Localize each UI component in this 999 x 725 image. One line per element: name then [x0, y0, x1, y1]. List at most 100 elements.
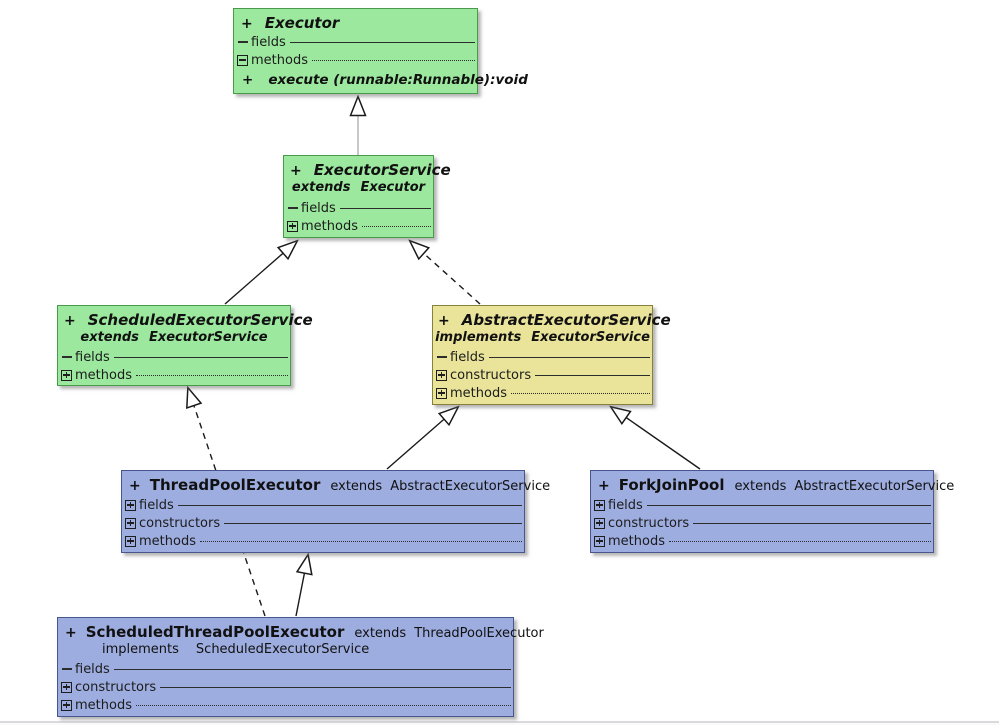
expand-icon[interactable]	[125, 535, 136, 547]
methods-label: methods	[139, 533, 196, 549]
fields-section-row: fields	[234, 33, 477, 51]
expand-icon[interactable]	[125, 499, 136, 511]
methods-label: methods	[608, 533, 665, 549]
fields-label: fields	[251, 34, 286, 50]
edge-scheduledexecutorservice-extends-executorservice	[224, 241, 297, 305]
expand-icon[interactable]	[287, 220, 298, 232]
constructors-section-row: constructors	[591, 514, 933, 532]
constructors-label: constructors	[608, 515, 690, 531]
expand-icon[interactable]	[436, 369, 447, 381]
visibility-symbol: +	[129, 478, 141, 494]
dash-icon	[437, 356, 447, 358]
separator-line	[160, 686, 511, 688]
implements-clause: implements ExecutorService	[433, 330, 652, 348]
extends-keyword: extends	[330, 479, 383, 494]
fields-section-row: fields	[591, 496, 933, 514]
expand-icon[interactable]	[594, 535, 605, 547]
fields-label: fields	[75, 661, 110, 677]
method-visibility-symbol: +	[242, 72, 254, 88]
fields-label: fields	[608, 497, 643, 513]
extends-clause: extends ExecutorService	[58, 330, 290, 348]
method-signature: execute (runnable:Runnable):void	[268, 72, 528, 88]
separator-line	[224, 522, 522, 524]
collapse-icon[interactable]	[237, 54, 248, 66]
fields-label: fields	[450, 349, 485, 365]
implements-keyword: implements	[435, 330, 522, 345]
constructors-section-row: constructors	[433, 366, 652, 384]
separator-line	[113, 668, 511, 670]
expand-icon[interactable]	[61, 369, 72, 381]
dotted-separator-line	[135, 374, 288, 376]
extends-keyword: extends	[291, 180, 351, 195]
class-title-row: + AbstractExecutorService	[433, 307, 671, 330]
dash-icon	[238, 41, 248, 43]
methods-section-row: methods	[58, 696, 513, 714]
expand-icon[interactable]	[61, 681, 72, 693]
fields-section-row: fields	[284, 199, 433, 217]
fields-section-row: fields	[433, 348, 652, 366]
visibility-symbol: +	[241, 16, 253, 32]
supertype-name: ExecutorService	[531, 330, 650, 345]
expand-icon[interactable]	[125, 517, 136, 529]
fields-section-row: fields	[58, 348, 290, 366]
constructors-label: constructors	[139, 515, 221, 531]
visibility-symbol: +	[290, 163, 302, 179]
visibility-symbol: +	[65, 625, 77, 641]
class-name: ThreadPoolExecutor	[149, 476, 321, 494]
edge-threadpoolexecutor-extends-abstractexecutorservice	[386, 407, 458, 470]
supertype-name: Executor	[360, 180, 426, 195]
methods-label: methods	[75, 697, 132, 713]
fields-label: fields	[301, 200, 336, 216]
extends-keyword: extends	[354, 626, 407, 641]
expand-icon[interactable]	[61, 699, 72, 711]
class-box-executor[interactable]: + Executor fields methods + execute (run…	[233, 8, 528, 94]
fields-label: fields	[75, 349, 110, 365]
class-box-abstractexecutorservice[interactable]: + AbstractExecutorService implements Exe…	[432, 305, 671, 405]
separator-line	[646, 504, 931, 506]
methods-label: methods	[301, 218, 358, 234]
expand-icon[interactable]	[594, 499, 605, 511]
dotted-separator-line	[199, 540, 522, 542]
class-box-executorservice[interactable]: + ExecutorService extends Executor field…	[283, 155, 451, 238]
class-title-row: + ForkJoinPool extends AbstractExecutorS…	[591, 472, 954, 496]
expand-icon[interactable]	[436, 387, 447, 399]
dash-icon	[62, 668, 72, 670]
dotted-separator-line	[135, 704, 511, 706]
edge-abstractexecutorservice-implements-executorservice	[410, 241, 481, 305]
class-title-row: + Executor	[234, 10, 477, 33]
constructors-section-row: constructors	[58, 678, 513, 696]
extends-keyword: extends	[80, 330, 139, 345]
separator-line	[339, 207, 431, 209]
constructors-section-row: constructors	[122, 514, 524, 532]
class-title-row: + ThreadPoolExecutor extends AbstractExe…	[122, 472, 550, 496]
class-name: AbstractExecutorService	[461, 311, 671, 329]
edge-scheduledthreadpoolexecutor-implements-scheduledexecutorservice	[188, 388, 266, 617]
methods-label: methods	[450, 385, 507, 401]
fields-label: fields	[139, 497, 174, 513]
separator-line	[177, 504, 522, 506]
class-box-scheduledexecutorservice[interactable]: + ScheduledExecutorService extends Execu…	[57, 305, 313, 386]
implements-keyword: implements	[102, 642, 179, 657]
methods-section-row: methods	[58, 366, 290, 384]
separator-line	[113, 356, 288, 358]
supertype-name: ExecutorService	[148, 330, 268, 345]
edge-scheduledthreadpoolexecutor-extends-threadpoolexecutor	[295, 555, 308, 617]
supertype-name: ThreadPoolExecutor	[414, 626, 544, 641]
class-box-scheduledthreadpoolexecutor[interactable]: + ScheduledThreadPoolExecutor extends Th…	[57, 617, 544, 717]
class-box-threadpoolexecutor[interactable]: + ThreadPoolExecutor extends AbstractExe…	[121, 470, 550, 553]
separator-line	[693, 522, 931, 524]
separator-line	[289, 41, 475, 43]
visibility-symbol: +	[438, 313, 450, 329]
expand-icon[interactable]	[594, 517, 605, 529]
class-title-row: + ScheduledThreadPoolExecutor extends Th…	[58, 619, 544, 642]
methods-section-row: methods	[591, 532, 933, 550]
methods-label: methods	[75, 367, 132, 383]
dash-icon	[62, 356, 72, 358]
supertype-name: ScheduledExecutorService	[195, 642, 370, 657]
methods-section-row: methods	[284, 217, 433, 235]
class-box-forkjoinpool[interactable]: + ForkJoinPool extends AbstractExecutorS…	[590, 470, 954, 553]
methods-section-row: methods	[234, 51, 477, 69]
class-name: ExecutorService	[313, 161, 451, 179]
dotted-separator-line	[510, 392, 650, 394]
